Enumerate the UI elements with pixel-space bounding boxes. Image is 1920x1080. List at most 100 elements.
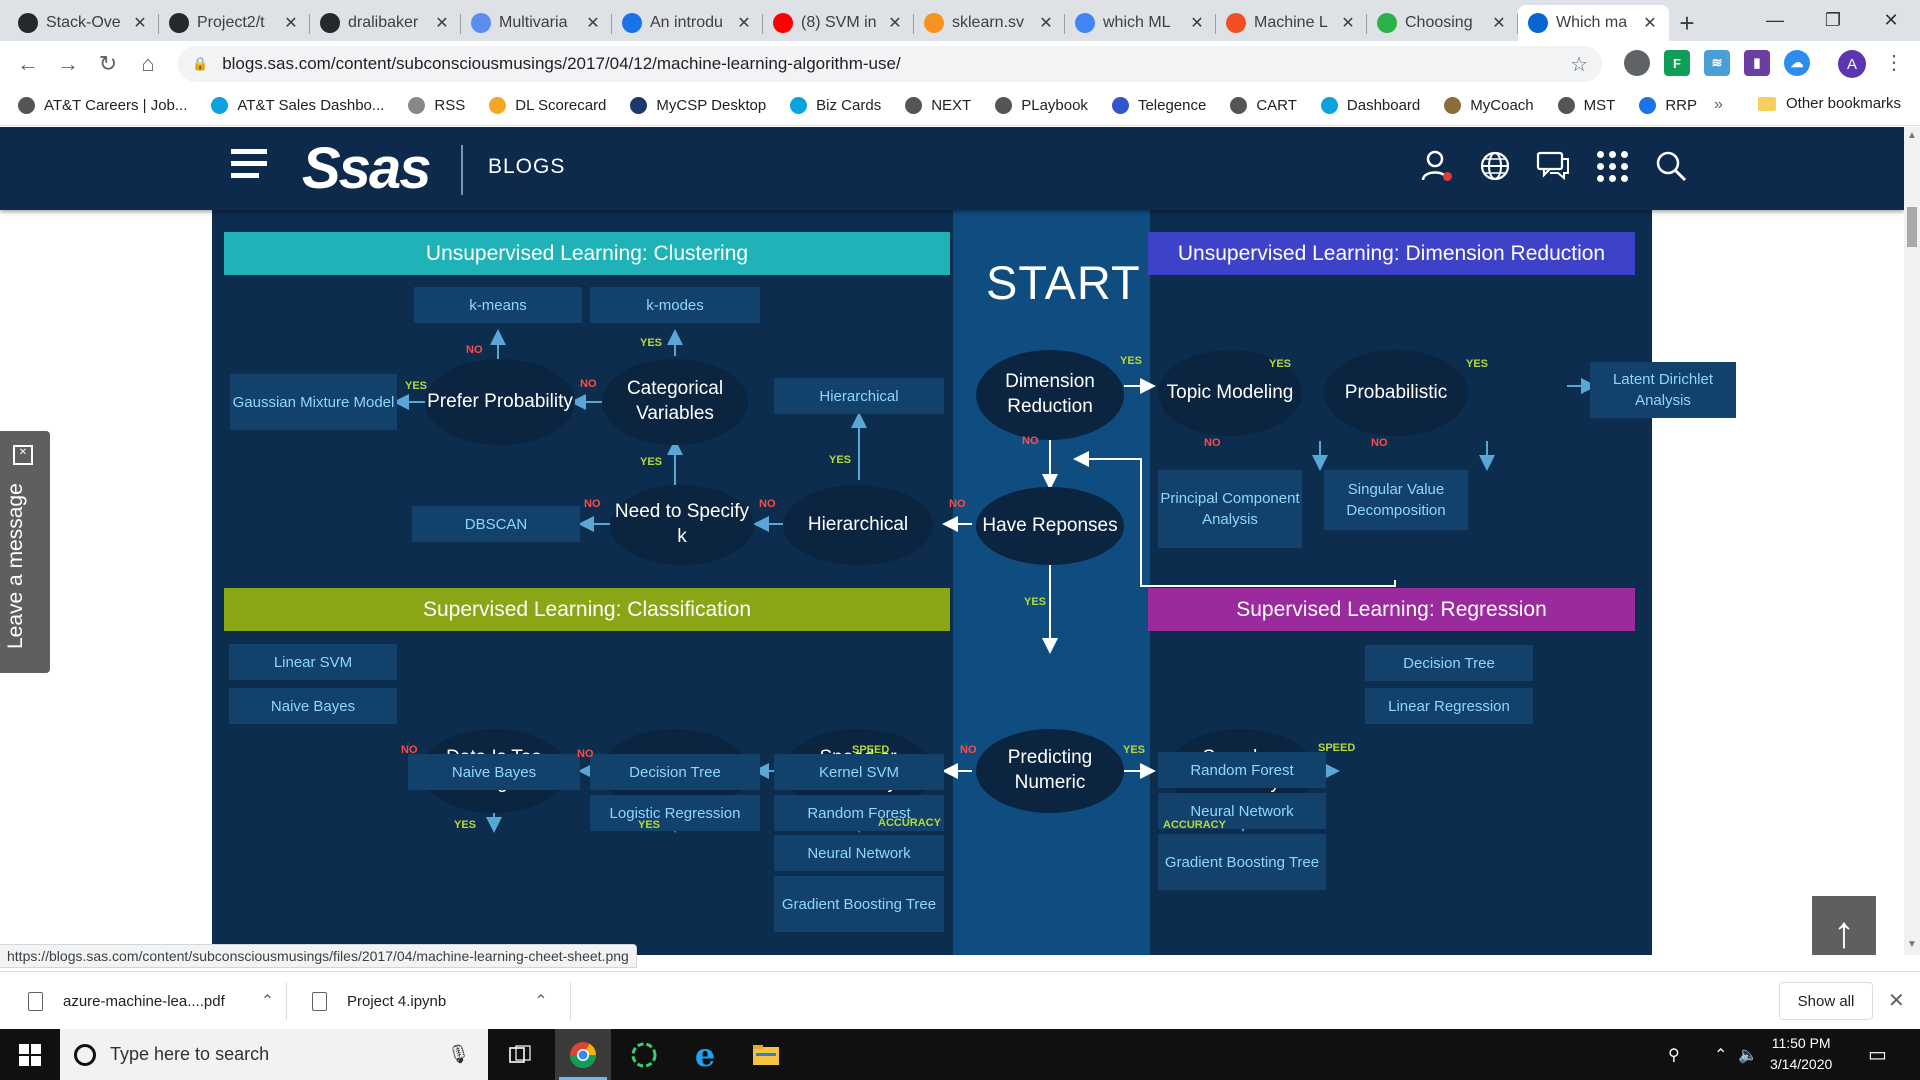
file-explorer-icon[interactable]	[738, 1029, 794, 1080]
bookmark-item[interactable]: MST	[1557, 97, 1615, 114]
hamburger-menu-icon[interactable]	[231, 149, 267, 185]
chrome-icon[interactable]	[555, 1029, 611, 1080]
scrollbar-thumb[interactable]	[1907, 207, 1917, 247]
sas-logo[interactable]: Ssas	[302, 136, 431, 201]
label-yes: YES	[638, 819, 661, 831]
ml-cheat-sheet[interactable]: Unsupervised Learning: Clustering Unsupe…	[212, 210, 1736, 955]
label-no: NO	[401, 744, 418, 756]
chart-icon	[924, 13, 944, 33]
bookmark-item[interactable]: NEXT	[905, 97, 971, 114]
show-all-button[interactable]: Show all	[1779, 982, 1873, 1020]
browser-tab[interactable]: (8) SVM in✕	[763, 5, 914, 41]
close-tab-icon[interactable]: ✕	[888, 15, 902, 32]
task-view-icon[interactable]	[492, 1029, 548, 1080]
box-hierarchical: Hierarchical	[774, 378, 944, 414]
close-tab-icon[interactable]: ✕	[1039, 15, 1053, 32]
section-title[interactable]: BLOGS	[488, 155, 566, 178]
download-item-label: Project 4.ipynb	[347, 992, 447, 1010]
scroll-up-icon[interactable]: ▲	[1907, 130, 1917, 141]
globe-icon[interactable]	[1478, 149, 1512, 183]
browser-tab[interactable]: which ML✕	[1065, 5, 1216, 41]
close-tab-icon[interactable]: ✕	[435, 15, 449, 32]
volume-icon[interactable]: 🔈	[1738, 1046, 1758, 1064]
profile-avatar[interactable]: A	[1838, 50, 1866, 78]
scroll-to-top-button[interactable]: ↑	[1812, 896, 1876, 955]
close-tab-icon[interactable]: ✕	[1341, 15, 1355, 32]
bookmark-item[interactable]: MyCSP Desktop	[630, 97, 766, 114]
browser-tab[interactable]: Project2/t✕	[159, 5, 310, 41]
extension-icon[interactable]	[1624, 50, 1650, 76]
bookmark-item[interactable]: CART	[1230, 97, 1297, 114]
bookmark-item[interactable]: PLaybook	[995, 97, 1088, 114]
bookmark-item[interactable]: RSS	[408, 97, 465, 114]
bookmark-item[interactable]: Telegence	[1111, 97, 1206, 114]
other-bookmarks[interactable]: Other bookmarks	[1758, 95, 1901, 112]
scroll-down-icon[interactable]: ▼	[1907, 939, 1917, 950]
page-content: Ssas BLOGS	[0, 127, 1904, 955]
bookmark-item[interactable]: AT&T Sales Dashbo...	[211, 97, 384, 114]
close-tab-icon[interactable]: ✕	[737, 15, 751, 32]
close-tab-icon[interactable]: ✕	[1643, 15, 1657, 32]
bookmark-item[interactable]: Dashboard	[1320, 97, 1420, 114]
chevron-up-icon[interactable]: ⌃	[260, 993, 275, 1010]
download-item[interactable]: azure-machine-lea....pdf ⌃	[28, 972, 274, 1030]
people-icon[interactable]: ⚲	[1668, 1046, 1680, 1064]
close-tab-icon[interactable]: ✕	[586, 15, 600, 32]
internet-explorer-icon[interactable]: e	[694, 1035, 716, 1074]
user-icon[interactable]	[1418, 149, 1452, 183]
sheets-extension-icon[interactable]: F	[1664, 50, 1690, 76]
browser-tab[interactable]: sklearn.sv✕	[914, 5, 1065, 41]
github-icon	[320, 13, 340, 33]
back-icon[interactable]: ←	[17, 50, 39, 76]
leave-message-widget[interactable]: ✕ Leave a message	[0, 431, 50, 673]
close-tab-icon[interactable]: ✕	[1190, 15, 1204, 32]
minimize-button[interactable]: —	[1766, 10, 1784, 30]
forward-icon[interactable]: →	[57, 50, 79, 76]
windows-start-icon[interactable]	[0, 1029, 60, 1080]
browser-tab[interactable]: An introdu✕	[612, 5, 763, 41]
lock-icon[interactable]: 🔒	[192, 56, 209, 71]
bookmark-item[interactable]: RRP	[1639, 97, 1697, 114]
browser-tab[interactable]: Machine L✕	[1216, 5, 1367, 41]
taskbar-search[interactable]: Type here to search 🎙	[60, 1029, 488, 1080]
close-window-button[interactable]: ✕	[1883, 10, 1899, 30]
box-latent-dirichlet-analysis: Latent Dirichlet Analysis	[1590, 362, 1736, 418]
home-icon[interactable]: ⌂	[141, 50, 155, 76]
jupyter-icon[interactable]	[616, 1029, 672, 1080]
bookmark-item[interactable]: Biz Cards	[790, 97, 881, 114]
chat-icon[interactable]	[1536, 149, 1570, 183]
address-bar[interactable]: 🔒 blogs.sas.com/content/subconsciousmusi…	[178, 46, 1602, 82]
bookmark-item[interactable]: MyCoach	[1444, 97, 1534, 114]
close-tab-icon[interactable]: ✕	[1492, 15, 1506, 32]
maximize-button[interactable]: ❐	[1824, 10, 1842, 30]
browser-tab[interactable]: Choosing✕	[1367, 5, 1518, 41]
browser-tab[interactable]: Multivaria✕	[461, 5, 612, 41]
system-clock[interactable]: 11:50 PM 3/14/2020	[1770, 1033, 1832, 1075]
apps-icon[interactable]	[1595, 149, 1629, 183]
bookmark-favicon-icon	[1111, 97, 1129, 114]
bookmark-item[interactable]: DL Scorecard	[489, 97, 606, 114]
extension-icon[interactable]: ▮	[1744, 50, 1770, 76]
browser-tab[interactable]: dralibaker✕	[310, 5, 461, 41]
bookmark-item[interactable]: AT&T Careers | Job...	[18, 97, 187, 114]
bookmark-star-icon[interactable]: ☆	[1570, 53, 1588, 76]
search-icon[interactable]	[1654, 149, 1688, 183]
new-tab-button[interactable]: +	[1679, 7, 1695, 38]
microphone-icon[interactable]: 🎙	[447, 1044, 470, 1064]
extension-icon[interactable]: ≋	[1704, 50, 1730, 76]
tab-title: Which ma	[1556, 14, 1628, 31]
close-tab-icon[interactable]: ✕	[133, 15, 147, 32]
bookmarks-overflow-button[interactable]: »	[1714, 96, 1723, 113]
notifications-icon[interactable]: ▭	[1868, 1044, 1887, 1066]
menu-icon[interactable]: ⋮	[1884, 52, 1904, 74]
download-item[interactable]: Project 4.ipynb ⌃	[312, 972, 548, 1030]
tray-chevron-up-icon[interactable]: ⌃	[1714, 1046, 1728, 1064]
page-scrollbar[interactable]: ▲ ▼	[1904, 127, 1920, 955]
chevron-up-icon[interactable]: ⌃	[534, 993, 548, 1010]
close-tab-icon[interactable]: ✕	[284, 15, 298, 32]
close-icon[interactable]: ✕	[1888, 990, 1905, 1012]
cloud-icon[interactable]: ☁	[1784, 50, 1810, 76]
browser-tab[interactable]: Stack-Ove✕	[8, 5, 159, 41]
browser-tab[interactable]: Which ma ✕	[1518, 5, 1669, 41]
reload-icon[interactable]: ↻	[98, 50, 118, 76]
